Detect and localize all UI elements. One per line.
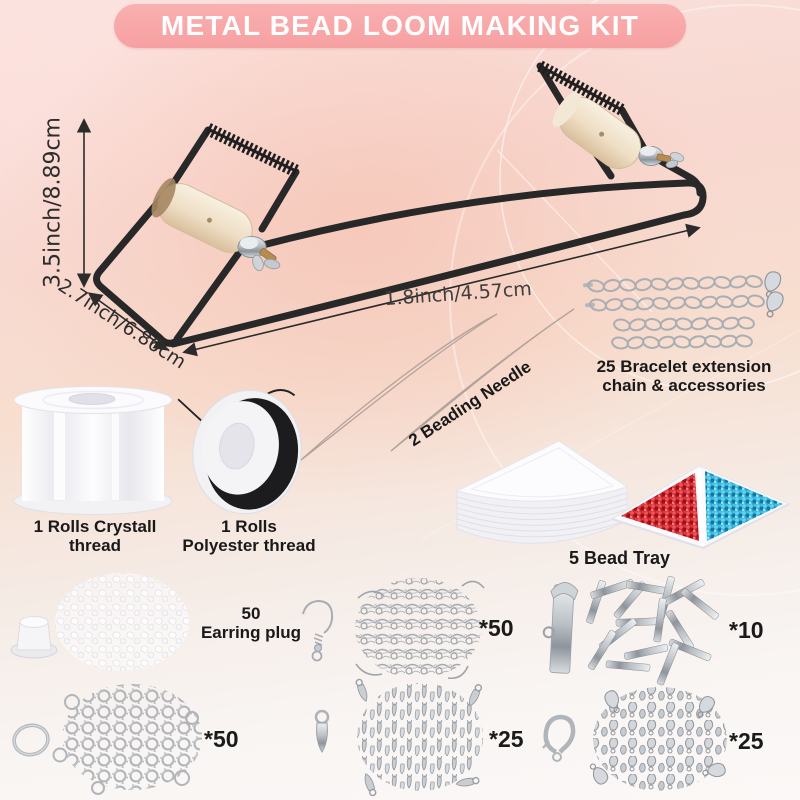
polyester-thread-spool	[177, 389, 302, 515]
tube-clasps-pile	[586, 576, 719, 686]
kit-title: METAL BEAD LOOM MAKING KIT	[160, 10, 640, 41]
lobster-clasps-pile	[585, 687, 728, 791]
depth-arrow	[87, 292, 169, 351]
chain-row	[613, 316, 755, 332]
crystal-thread-label: 1 Rolls Crystall thread	[33, 517, 157, 556]
jump-rings-count: *50	[204, 726, 239, 752]
jump-rings-pile	[52, 684, 202, 795]
earring-hook-single	[302, 599, 334, 662]
lobster-clasps-count: *25	[729, 728, 764, 754]
polyester-thread-label: 1 Rolls Polyester thread	[182, 517, 316, 556]
drop-charms-count: *25	[489, 726, 524, 752]
extension-chain-label: 25 Bracelet extension chain & accessorie…	[596, 357, 772, 396]
bead-loom-illustration	[76, 60, 707, 357]
earring-plugs-pile	[55, 573, 189, 671]
drop-charms-pile	[354, 677, 484, 798]
red-beads	[621, 473, 699, 541]
earring-hooks-count: *50	[479, 615, 514, 641]
lobster-clasp-single	[542, 714, 576, 762]
tube-clasp-single	[542, 582, 579, 674]
drop-charm-single	[314, 709, 330, 753]
right-wing-nut	[638, 146, 685, 169]
title-banner: METAL BEAD LOOM MAKING KIT	[114, 4, 686, 48]
chain-row	[611, 334, 753, 350]
left-spring	[205, 123, 299, 177]
jump-ring-single	[12, 723, 50, 757]
bead-tray-label: 5 Bead Tray	[568, 548, 671, 568]
beading-needles	[300, 308, 575, 461]
right-roller	[552, 90, 642, 170]
crystal-thread-spool	[13, 386, 173, 515]
chain-row	[589, 294, 765, 312]
dimension-arrows	[76, 118, 701, 357]
extension-chains	[583, 269, 786, 350]
bead-tray-with-beads	[610, 465, 791, 550]
chain-row	[587, 275, 763, 293]
length-arrow	[182, 223, 701, 357]
earring-hooks-pile	[355, 578, 485, 680]
right-spring	[537, 60, 625, 116]
tube-clasps-count: *10	[729, 617, 764, 643]
bead-tray-stack	[455, 440, 629, 544]
earring-plug-single	[10, 616, 58, 659]
earring-plug-label: 50 Earring plug	[200, 604, 302, 643]
blue-beads	[705, 471, 783, 541]
